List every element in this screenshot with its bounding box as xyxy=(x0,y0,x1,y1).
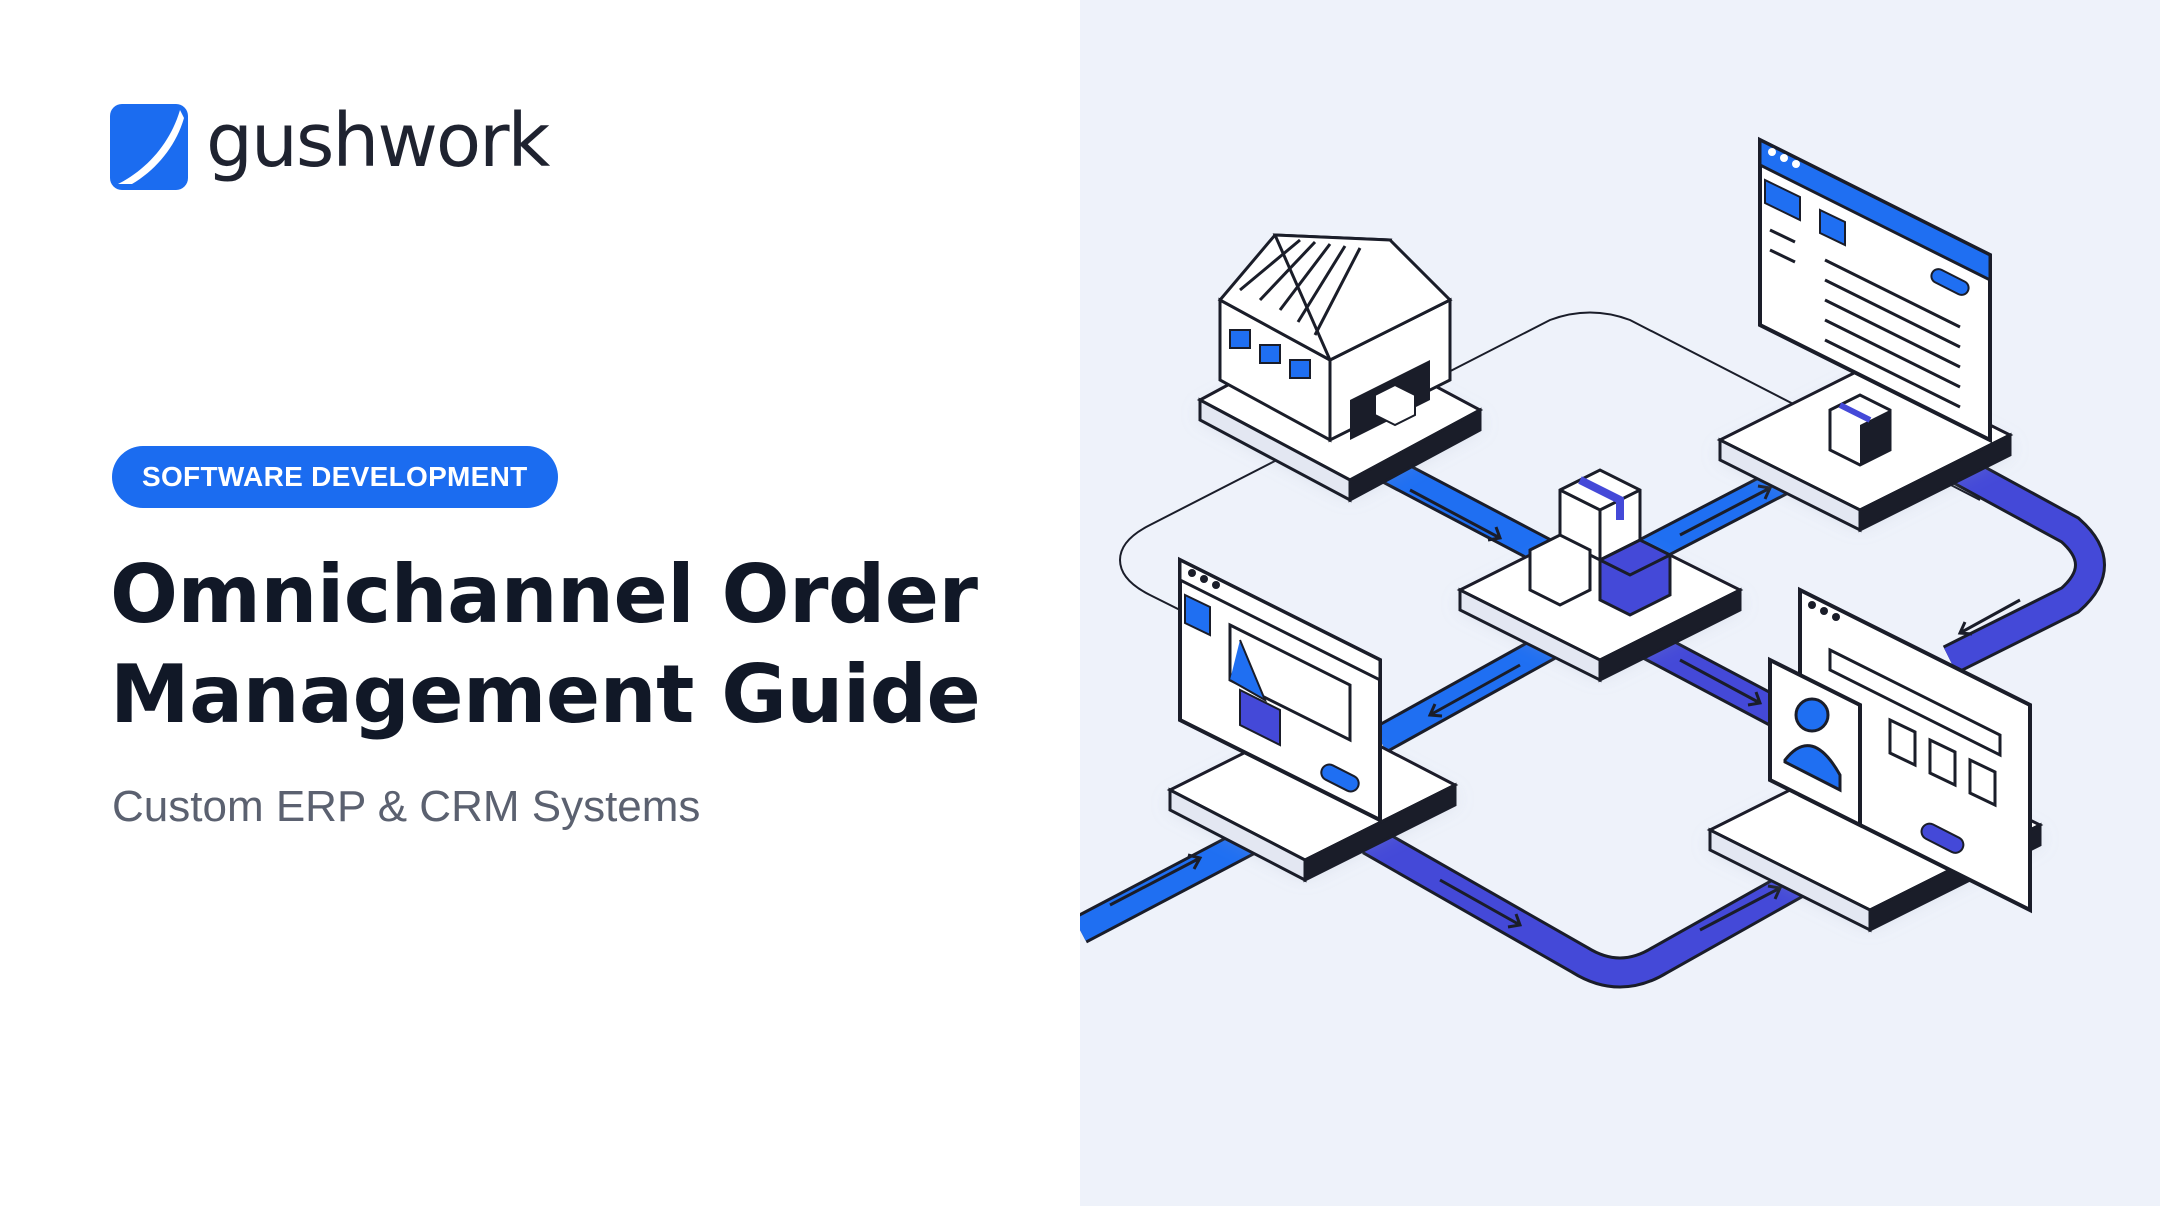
flow-paths xyxy=(1080,416,2106,989)
hero-text-panel: gushwork SOFTWARE DEVELOPMENT Omnichanne… xyxy=(110,98,981,831)
order-flow-illustration xyxy=(1080,136,2106,989)
title-line-1: Omnichannel Order xyxy=(110,548,978,641)
gushwork-logo-icon xyxy=(110,104,188,190)
crm-profile-icon xyxy=(1706,586,2044,933)
title-line-2: Management Guide xyxy=(110,648,981,741)
inventory-hub-icon xyxy=(1456,468,1744,683)
network-outline-path xyxy=(1119,311,1981,561)
ecommerce-storefront-icon xyxy=(1166,556,1459,883)
brand-name: gushwork xyxy=(206,98,550,184)
page-title: Omnichannel Order Management Guide xyxy=(110,545,981,745)
erp-dashboard-icon xyxy=(1716,136,2014,533)
category-badge[interactable]: SOFTWARE DEVELOPMENT xyxy=(112,446,558,508)
illustration-panel xyxy=(1080,0,2160,1206)
warehouse-icon xyxy=(1196,233,1484,503)
network-outline-path-2 xyxy=(1119,559,1221,631)
page-subtitle: Custom ERP & CRM Systems xyxy=(112,782,701,831)
brand-logo[interactable]: gushwork xyxy=(110,98,550,190)
